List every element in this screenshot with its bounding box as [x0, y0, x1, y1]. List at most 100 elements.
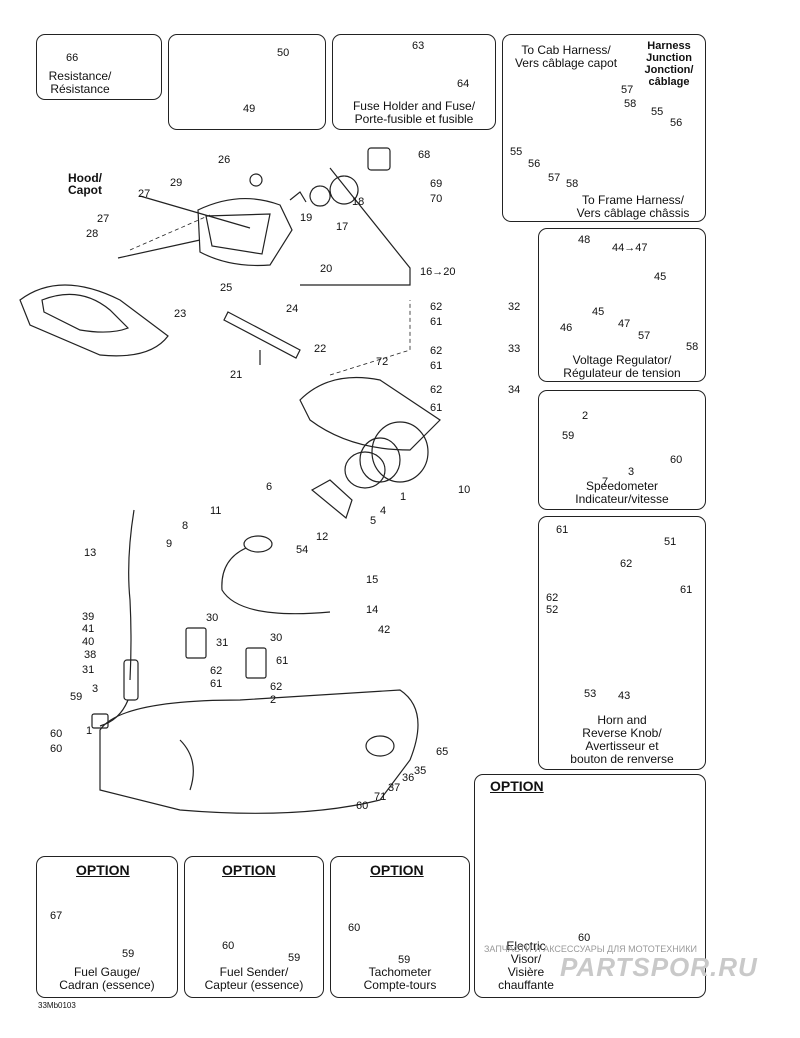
callout-102: 60 — [222, 940, 235, 952]
callout-78: 41 — [82, 623, 95, 635]
callout-33: 58 — [686, 341, 699, 353]
callout-37: 22 — [314, 343, 327, 355]
callout-32: 57 — [638, 330, 651, 342]
horn-panel — [538, 516, 706, 770]
callout-15: 69 — [430, 178, 443, 190]
callout-29: 45 — [592, 306, 605, 318]
callout-60: 11 — [210, 505, 222, 517]
fuel-sender-panel — [184, 856, 324, 998]
callout-87: 61 — [210, 678, 223, 690]
callout-5: 57 — [621, 84, 634, 96]
fuel-gauge-panel — [36, 856, 178, 998]
callout-45: 62 — [430, 384, 443, 396]
callout-82: 30 — [206, 612, 219, 624]
fuse-panel — [332, 34, 496, 130]
callout-4: 64 — [457, 78, 470, 90]
callout-43: 33 — [508, 343, 521, 355]
electric-visor-caption: Electric Visor/ Visière chauffante — [498, 939, 554, 992]
callout-19: 27 — [97, 213, 110, 225]
callout-54: 7 — [602, 476, 609, 488]
callout-42: 62 — [430, 345, 443, 357]
callout-96: 36 — [402, 772, 415, 784]
speedometer-caption: Speedometer Indicateur/vitesse — [575, 479, 669, 506]
callout-86: 62 — [210, 665, 223, 677]
callout-52: 1 — [86, 725, 93, 737]
callout-88: 62 — [270, 681, 283, 693]
harness-junction-panel — [502, 34, 706, 222]
callout-76: 42 — [378, 624, 391, 636]
callout-23: 17 — [336, 221, 349, 233]
callout-39: 62 — [430, 301, 443, 313]
hood-caption: Hood/ Capot — [68, 171, 102, 197]
cab-harness-caption: To Cab Harness/ Vers câblage capot — [514, 43, 618, 70]
callout-9: 55 — [510, 146, 523, 158]
callout-13: 26 — [218, 154, 231, 166]
callout-98: 71 — [374, 791, 387, 803]
callout-49: 2 — [582, 410, 589, 422]
callout-67: 62 — [620, 558, 633, 570]
callout-68: 61 — [680, 584, 693, 596]
callout-70: 52 — [546, 604, 559, 616]
callout-35: 24 — [286, 303, 299, 315]
callout-106: 60 — [578, 932, 591, 944]
callout-85: 61 — [276, 655, 289, 667]
callout-84: 30 — [270, 632, 283, 644]
callout-38: 21 — [230, 369, 243, 381]
callout-94: 65 — [436, 746, 449, 758]
callout-25: 16→20 — [420, 266, 456, 278]
fuse-caption: Fuse Holder and Fuse/ Porte-fusible et f… — [352, 99, 476, 126]
callout-74: 15 — [366, 574, 379, 586]
callout-18: 27 — [138, 188, 151, 200]
callout-64: 54 — [296, 544, 309, 556]
callout-21: 19 — [300, 212, 313, 224]
tachometer-option-header: OPTION — [370, 862, 424, 878]
speedometer-panel — [538, 390, 706, 510]
fuel-gauge-option-header: OPTION — [76, 862, 130, 878]
callout-48: 72 — [376, 356, 389, 368]
callout-100: 67 — [50, 910, 63, 922]
callout-0: 66 — [66, 52, 79, 64]
callout-79: 40 — [82, 636, 95, 648]
callout-8: 56 — [670, 117, 683, 129]
callout-99: 60 — [356, 800, 369, 812]
callout-50: 59 — [562, 430, 575, 442]
callout-101: 59 — [122, 948, 135, 960]
callout-46: 34 — [508, 384, 521, 396]
callout-90: 3 — [92, 683, 99, 695]
callout-91: 59 — [70, 691, 83, 703]
callout-1: 50 — [277, 47, 290, 59]
callout-105: 59 — [398, 954, 411, 966]
callout-17: 29 — [170, 177, 183, 189]
callout-3: 63 — [412, 40, 425, 52]
callout-28: 45 — [654, 271, 667, 283]
callout-22: 18 — [352, 196, 365, 208]
callout-11: 57 — [548, 172, 561, 184]
callout-36: 23 — [174, 308, 187, 320]
harness-junction-caption: Harness Junction Jonction/ câblage — [644, 40, 694, 88]
fuel-sender-option-header: OPTION — [222, 862, 276, 878]
electric-visor-panel — [474, 774, 706, 998]
callout-65: 61 — [556, 524, 569, 536]
callout-20: 28 — [86, 228, 99, 240]
callout-12: 58 — [566, 178, 579, 190]
voltage-regulator-panel — [538, 228, 706, 382]
drawing-code: 33Mb0103 — [38, 1001, 76, 1010]
fuel-sender-caption: Fuel Sender/ Capteur (essence) — [204, 965, 304, 992]
clamp-panel — [168, 34, 326, 130]
resistance-caption: Resistance/ Résistance — [48, 69, 112, 96]
callout-31: 47 — [618, 318, 631, 330]
horn-caption: Horn and Reverse Knob/ Avertisseur et bo… — [570, 713, 674, 766]
callout-2: 49 — [243, 103, 256, 115]
callout-59: 10 — [458, 484, 471, 496]
callout-73: 13 — [84, 547, 97, 559]
callout-16: 70 — [430, 193, 443, 205]
callout-89: 2 — [270, 694, 277, 706]
voltage-regulator-caption: Voltage Regulator/ Régulateur de tension — [563, 353, 681, 380]
frame-harness-caption: To Frame Harness/ Vers câblage châssis — [576, 193, 690, 220]
tachometer-caption: Tachometer Compte-tours — [363, 965, 437, 992]
callout-66: 51 — [664, 536, 677, 548]
callout-103: 59 — [288, 952, 301, 964]
callout-41: 61 — [430, 316, 443, 328]
callout-40: 32 — [508, 301, 521, 313]
callout-93: 60 — [50, 743, 63, 755]
